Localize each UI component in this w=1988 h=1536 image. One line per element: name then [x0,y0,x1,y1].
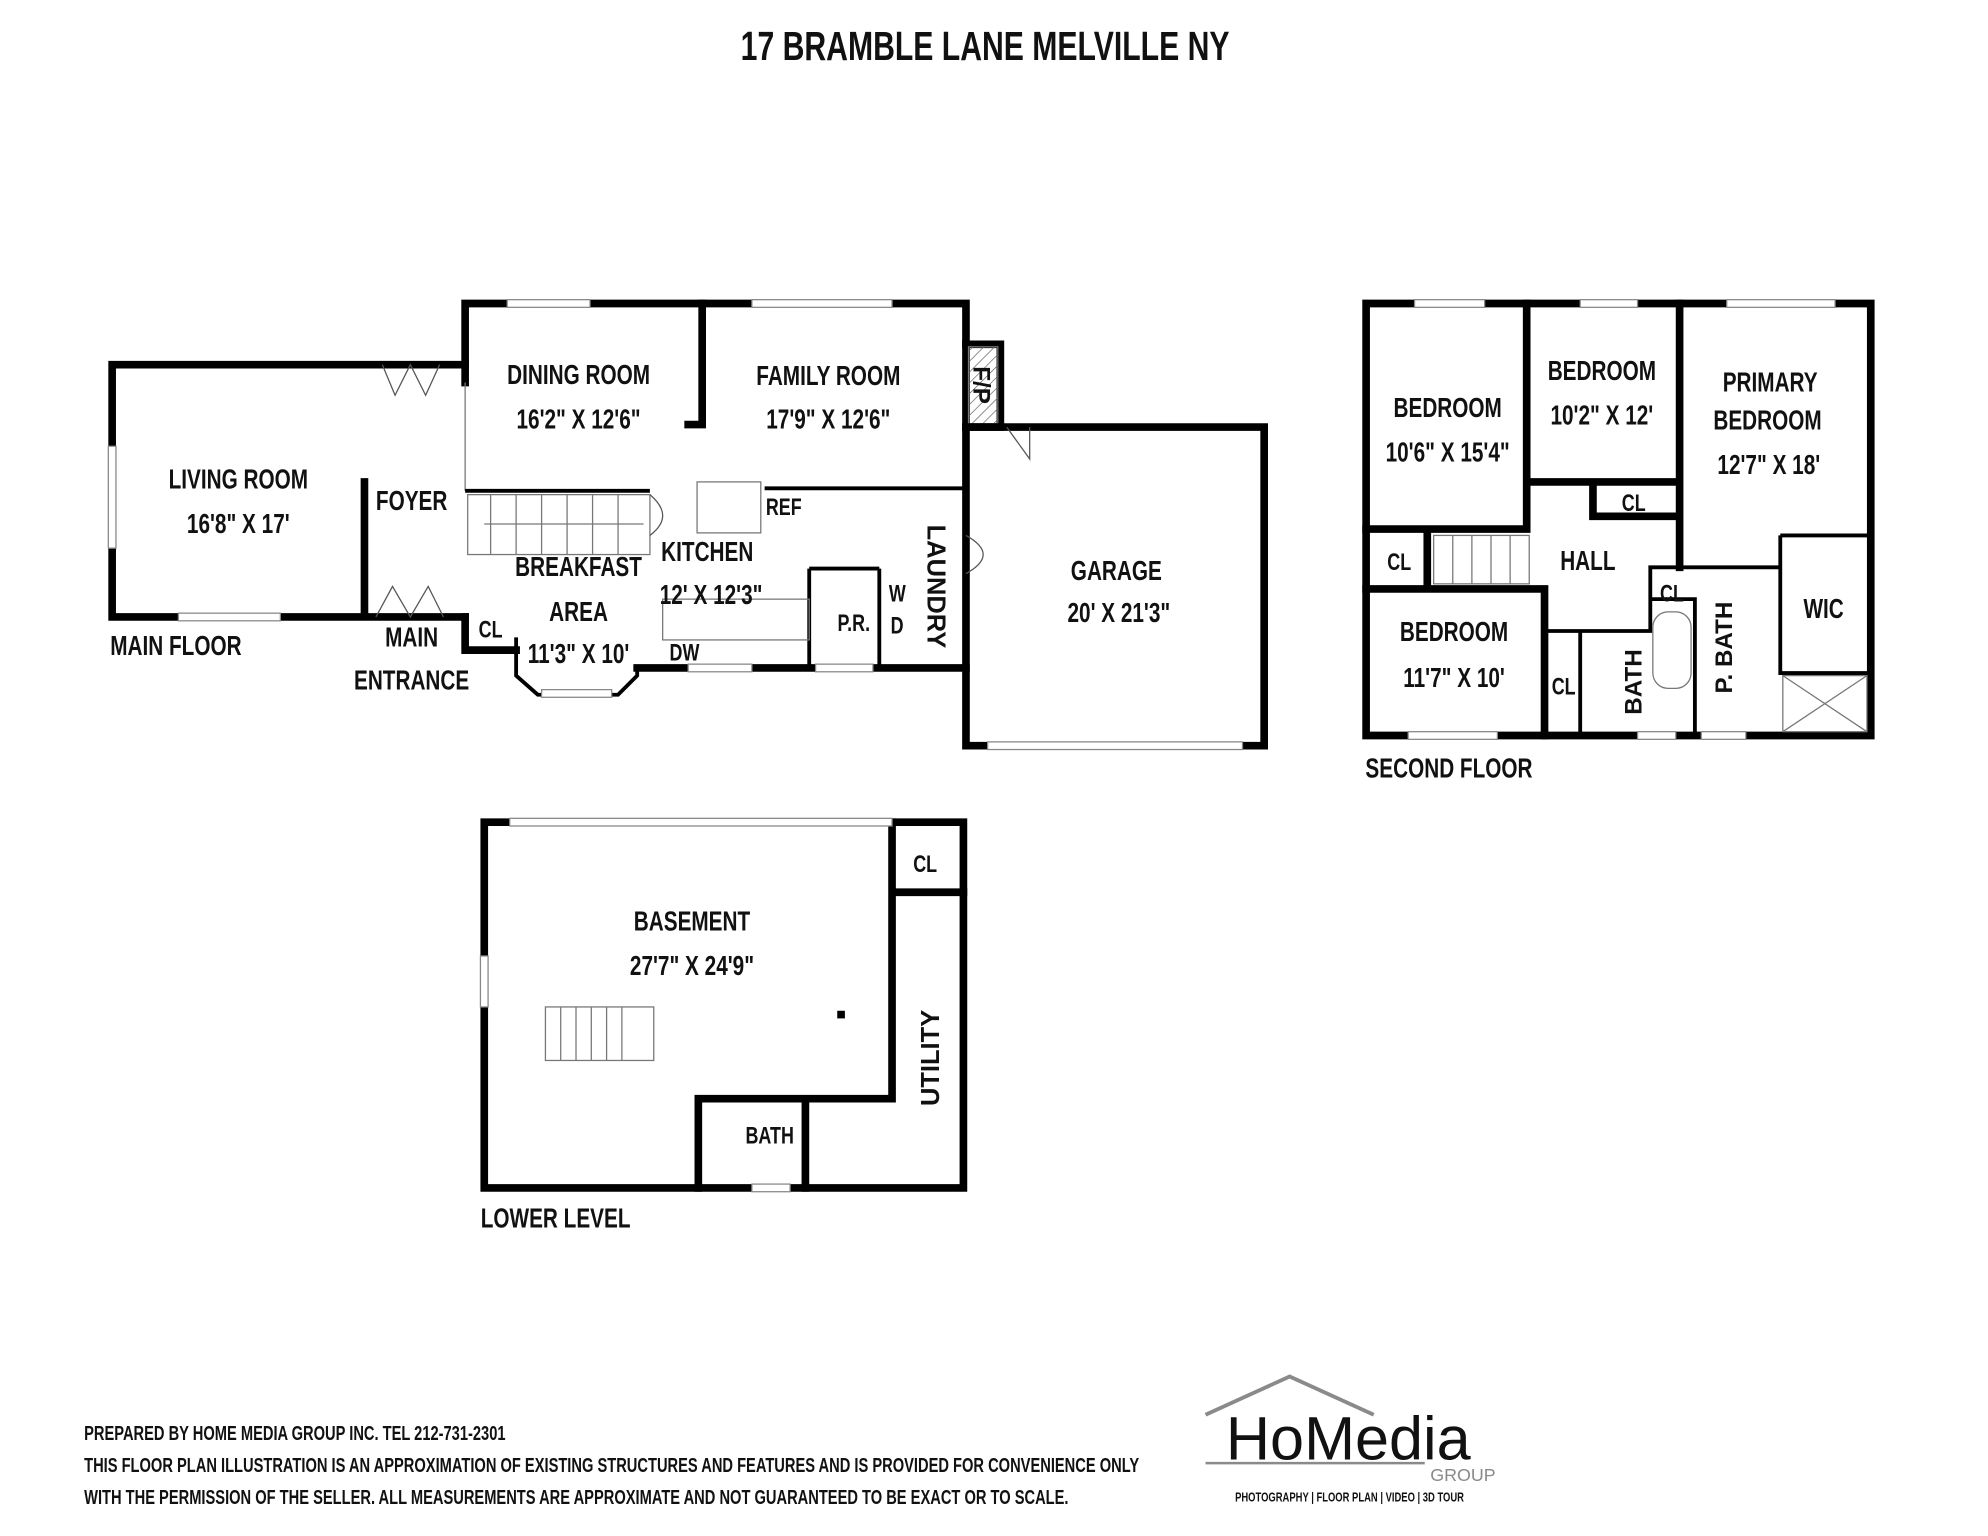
bedroom-2-label: BEDROOM [1548,356,1656,387]
footer-line-3: WITH THE PERMISSION OF THE SELLER. ALL M… [84,1486,1068,1509]
main-floor-plan: LIVING ROOM 16'8" X 17' FOYER DINING ROO… [107,299,1268,751]
closet-4-label: CL [1552,673,1576,700]
bedroom-3-label: BEDROOM [1400,617,1508,648]
living-room-size: 16'8" X 17' [187,509,290,540]
bedroom-1-size: 10'6" X 15'4" [1386,438,1510,469]
logo-tagline: PHOTOGRAPHY | FLOOR PLAN | VIDEO | 3D TO… [1235,1491,1464,1505]
utility-label: UTILITY [917,1010,945,1106]
ref-label: REF [766,493,802,520]
basement-label: BASEMENT [634,907,750,938]
dining-room-size: 16'2" X 12'6" [517,405,641,436]
breakfast-size: 11'3" X 10' [528,639,630,670]
closet-label: CL [479,616,503,643]
closet-1-label: CL [1622,490,1646,517]
bedroom-1-label: BEDROOM [1394,393,1502,424]
dryer-label: D [891,612,904,639]
lower-level-label: LOWER LEVEL [481,1204,631,1235]
second-floor-plan: BEDROOM 10'6" X 15'4" BEDROOM 10'2" X 12… [1362,299,1875,785]
main-entrance-label-1: MAIN [385,622,438,653]
closet-2-label: CL [1387,548,1411,575]
laundry-label: LAUNDRY [922,525,950,649]
foyer-label: FOYER [376,486,448,517]
primary-bedroom-size: 12'7" X 18' [1717,450,1820,481]
house-roof-icon [1204,1374,1375,1417]
disclaimer: PREPARED BY HOME MEDIA GROUP INC. TEL 21… [84,1422,1139,1509]
fireplace-label: F/P [968,366,995,404]
dining-room-label: DINING ROOM [507,360,650,391]
bedroom-2-size: 10'2" X 12' [1550,401,1653,432]
washer-label: W [889,580,907,607]
living-room-label: LIVING ROOM [169,464,308,495]
lower-closet-label: CL [913,850,937,877]
kitchen-size: 12' X 12'3" [660,580,763,611]
hall-label: HALL [1560,546,1615,577]
bath-label: BATH [1620,649,1647,714]
wic-label: WIC [1803,594,1843,625]
staircase [467,494,664,556]
kitchen-label: KITCHEN [661,537,753,568]
logo-sub: GROUP [1430,1465,1495,1485]
bedroom-3-size: 11'7" X 10' [1403,663,1505,694]
lower-level-plan: BASEMENT 27'7" X 24'9" CL UTILITY BATH L… [479,817,968,1235]
garage-size: 20' X 21'3" [1068,598,1171,629]
dishwasher-label: DW [670,639,701,666]
primary-bath-label: P. BATH [1711,602,1738,694]
family-room-label: FAMILY ROOM [756,361,900,392]
powder-room-label: P.R. [838,609,871,636]
main-entrance-label-2: ENTRANCE [354,666,469,697]
closet-3-label: CL [1660,580,1684,607]
footer-line-1: PREPARED BY HOME MEDIA GROUP INC. TEL 21… [84,1422,506,1445]
logo-brand: HoMedia [1226,1404,1472,1472]
lower-bath-label: BATH [746,1122,794,1149]
breakfast-label-2: AREA [549,597,608,628]
homedia-logo: HoMedia GROUP PHOTOGRAPHY | FLOOR PLAN |… [1204,1374,1496,1505]
page-title: 17 BRAMBLE LANE MELVILLE NY [741,24,1230,69]
basement-size: 27'7" X 24'9" [630,951,754,982]
breakfast-label-1: BREAKFAST [515,552,642,583]
footer-line-2: THIS FLOOR PLAN ILLUSTRATION IS AN APPRO… [84,1454,1139,1477]
main-floor-label: MAIN FLOOR [110,631,242,662]
family-room-size: 17'9" X 12'6" [766,405,890,436]
garage-label: GARAGE [1071,556,1162,587]
second-floor-label: SECOND FLOOR [1365,754,1532,785]
primary-bedroom-label-2: BEDROOM [1713,406,1821,437]
primary-bedroom-label-1: PRIMARY [1723,368,1818,399]
